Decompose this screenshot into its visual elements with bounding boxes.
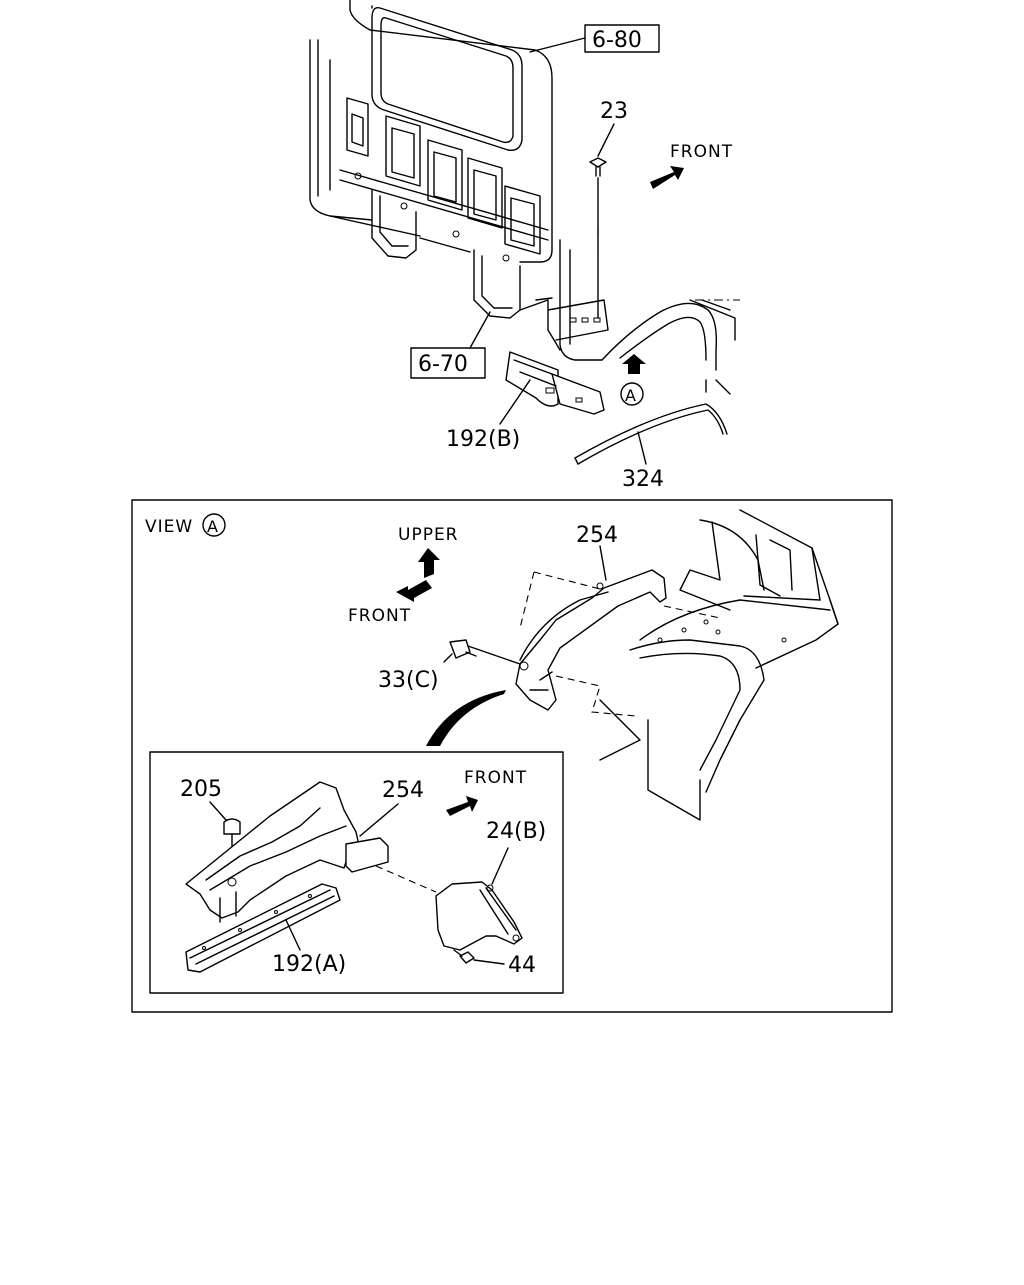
part-33c-bolt <box>443 639 521 665</box>
part-324-strip <box>574 403 728 465</box>
detail-callout-arrow-icon <box>426 690 506 746</box>
ref-6-80 <box>529 24 660 53</box>
cab-rear-panel <box>309 0 561 351</box>
front-label-detail: FRONT <box>464 768 527 788</box>
part-33c-label: 33(C) <box>378 668 439 693</box>
part-192a-label: 192(A) <box>272 952 346 977</box>
part-24b-bracket <box>435 847 523 951</box>
view-a-frame <box>131 499 893 1013</box>
part-205-label: 205 <box>180 777 222 802</box>
front-label-top: FRONT <box>670 142 733 162</box>
view-a-circle-label: A <box>207 517 218 536</box>
front-arrow-detail-icon <box>446 796 478 816</box>
view-a-circle-icon <box>202 513 226 537</box>
ref-6-80-label: 6-80 <box>592 28 642 53</box>
view-a-body-panel <box>599 509 839 821</box>
part-324-label: 324 <box>622 467 664 492</box>
front-arrow-icon <box>650 166 684 189</box>
part-192b-bracket <box>499 351 605 425</box>
view-a-marker-label: A <box>625 386 636 405</box>
part-192a-strip <box>185 883 341 973</box>
part-192b-label: 192(B) <box>446 427 520 452</box>
front-label-view: FRONT <box>348 606 411 626</box>
part-254-detail <box>185 781 437 923</box>
part-44-label: 44 <box>508 953 536 978</box>
part-23-label: 23 <box>600 99 628 124</box>
body-side-panel <box>547 228 740 395</box>
part-24b-label: 24(B) <box>486 819 546 844</box>
upper-label: UPPER <box>398 525 459 545</box>
ref-6-70-label: 6-70 <box>418 352 468 377</box>
ref-6-70 <box>410 311 491 379</box>
view-a-title: VIEW <box>145 517 193 537</box>
part-44-screw <box>453 949 505 965</box>
part-23-bolt <box>589 123 615 319</box>
part-254-label-view: 254 <box>576 523 618 548</box>
part-254-label-detail: 254 <box>382 778 424 803</box>
upper-front-arrows-icon <box>396 548 440 602</box>
part-254-mudguard <box>515 545 721 717</box>
detail-frame <box>149 751 564 994</box>
view-a-arrow-icon <box>620 354 646 406</box>
